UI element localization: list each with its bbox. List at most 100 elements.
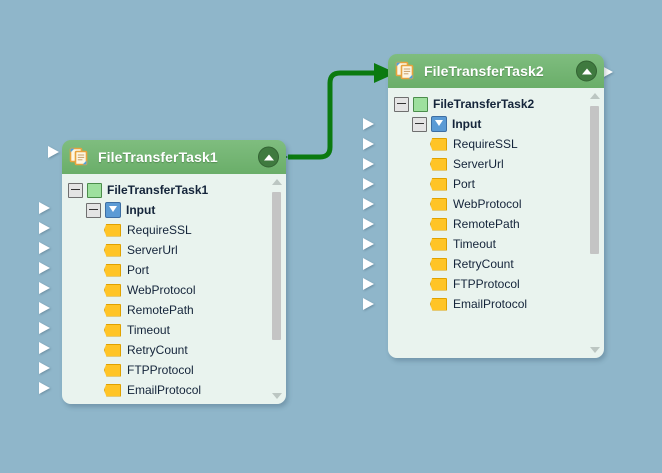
input-port-arrow[interactable] <box>363 198 374 210</box>
property-icon <box>430 237 447 251</box>
tree-row-label: WebProtocol <box>127 283 196 297</box>
tree-row-label: RequireSSL <box>453 137 518 151</box>
tree-row-property[interactable]: FTPProtocol <box>62 360 286 380</box>
tree-row-property[interactable]: EmailProtocol <box>62 380 286 400</box>
property-icon <box>430 277 447 291</box>
scrollbar-thumb[interactable] <box>272 192 281 340</box>
input-port-arrow[interactable] <box>39 262 50 274</box>
chevron-up-icon[interactable] <box>258 146 279 168</box>
tree-row-label: Timeout <box>453 237 496 251</box>
property-icon <box>430 257 447 271</box>
tree-row-property[interactable]: Port <box>62 260 286 280</box>
tree-row-input-group[interactable]: Input <box>62 200 286 220</box>
input-port-arrow[interactable] <box>363 278 374 290</box>
tree-row-property[interactable]: Timeout <box>388 234 604 254</box>
tree-row-property[interactable]: ServerUrl <box>388 154 604 174</box>
minus-icon[interactable] <box>68 182 83 198</box>
input-port-arrow[interactable] <box>39 202 50 214</box>
input-port-arrow[interactable] <box>363 258 374 270</box>
tree-row-property[interactable]: RemotePath <box>62 300 286 320</box>
chevron-up-icon[interactable] <box>576 60 597 82</box>
input-port-arrow[interactable] <box>39 322 50 334</box>
property-icon <box>104 383 121 397</box>
tree-row-root[interactable]: FileTransferTask2 <box>388 94 604 114</box>
input-port-arrow[interactable] <box>363 138 374 150</box>
property-icon <box>104 283 121 297</box>
node-file-transfer-task-1[interactable]: FileTransferTask1 FileTransferTask1 Inpu… <box>62 140 286 404</box>
tree-row-property[interactable]: ServerUrl <box>62 240 286 260</box>
node1-body: FileTransferTask1 Input RequireSSL Serve… <box>62 174 286 404</box>
documents-icon <box>69 147 89 167</box>
tree-row-label: WebProtocol <box>453 197 522 211</box>
property-icon <box>430 297 447 311</box>
tree-row-property[interactable]: RequireSSL <box>388 134 604 154</box>
input-port-arrow[interactable] <box>363 218 374 230</box>
tree-row-property[interactable]: Timeout <box>62 320 286 340</box>
tree-row-property[interactable]: WebProtocol <box>62 280 286 300</box>
input-port-arrow[interactable] <box>363 238 374 250</box>
minus-icon[interactable] <box>394 96 409 112</box>
minus-icon[interactable] <box>86 202 101 218</box>
class-icon <box>413 96 428 112</box>
node1-header[interactable]: FileTransferTask1 <box>62 140 286 174</box>
class-icon <box>87 182 102 198</box>
input-icon <box>431 116 447 132</box>
node2-vertical-scrollbar[interactable] <box>588 92 601 354</box>
connector-task1-to-task2[interactable] <box>288 70 374 160</box>
property-icon <box>104 343 121 357</box>
input-port-arrow[interactable] <box>363 118 374 130</box>
tree-row-property[interactable]: FTPProtocol <box>388 274 604 294</box>
input-port-arrow[interactable] <box>39 282 50 294</box>
tree-row-property[interactable]: Port <box>388 174 604 194</box>
node1-header-input-port[interactable] <box>48 146 59 158</box>
scroll-up-icon[interactable] <box>589 93 600 99</box>
minus-icon[interactable] <box>412 116 427 132</box>
tree-row-root[interactable]: FileTransferTask1 <box>62 180 286 200</box>
tree-row-property[interactable]: RetryCount <box>62 340 286 360</box>
tree-row-input-group[interactable]: Input <box>388 114 604 134</box>
input-port-arrow[interactable] <box>39 342 50 354</box>
input-port-arrow[interactable] <box>363 158 374 170</box>
tree-row-label: FTPProtocol <box>127 363 194 377</box>
property-icon <box>430 157 447 171</box>
scroll-down-icon[interactable] <box>589 347 600 353</box>
input-icon <box>105 202 121 218</box>
input-port-arrow[interactable] <box>39 242 50 254</box>
property-icon <box>104 263 121 277</box>
input-port-arrow[interactable] <box>363 298 374 310</box>
property-icon <box>104 323 121 337</box>
tree-row-label: Port <box>453 177 476 191</box>
node2-header-output-port[interactable] <box>602 66 613 78</box>
tree-row-label: FileTransferTask1 <box>107 183 209 197</box>
tree-row-label: FileTransferTask2 <box>433 97 535 111</box>
tree-row-property[interactable]: RequireSSL <box>62 220 286 240</box>
input-port-arrow[interactable] <box>363 178 374 190</box>
tree-row-property[interactable]: RetryCount <box>388 254 604 274</box>
node2-tree: FileTransferTask2 Input RequireSSL Serve… <box>388 88 604 358</box>
node2-header[interactable]: FileTransferTask2 <box>388 54 604 88</box>
tree-row-label: ServerUrl <box>127 243 178 257</box>
input-port-arrow[interactable] <box>39 302 50 314</box>
property-icon <box>104 243 121 257</box>
tree-row-label: ServerUrl <box>453 157 504 171</box>
node2-body: FileTransferTask2 Input RequireSSL Serve… <box>388 88 604 358</box>
property-icon <box>430 197 447 211</box>
tree-row-property[interactable]: EmailProtocol <box>388 294 604 314</box>
tree-row-property[interactable]: RemotePath <box>388 214 604 234</box>
node-file-transfer-task-2[interactable]: FileTransferTask2 FileTransferTask2 Inpu… <box>388 54 604 358</box>
property-icon <box>430 217 447 231</box>
scroll-down-icon[interactable] <box>271 393 282 399</box>
property-icon <box>104 363 121 377</box>
input-port-arrow[interactable] <box>39 222 50 234</box>
property-icon <box>430 177 447 191</box>
tree-row-label: RetryCount <box>127 343 188 357</box>
tree-row-property[interactable]: WebProtocol <box>388 194 604 214</box>
node2-title: FileTransferTask2 <box>424 63 544 79</box>
node1-vertical-scrollbar[interactable] <box>270 178 283 400</box>
scroll-up-icon[interactable] <box>271 179 282 185</box>
input-port-arrow[interactable] <box>39 362 50 374</box>
scrollbar-thumb[interactable] <box>590 106 599 254</box>
tree-row-label: Timeout <box>127 323 170 337</box>
input-port-arrow[interactable] <box>39 382 50 394</box>
